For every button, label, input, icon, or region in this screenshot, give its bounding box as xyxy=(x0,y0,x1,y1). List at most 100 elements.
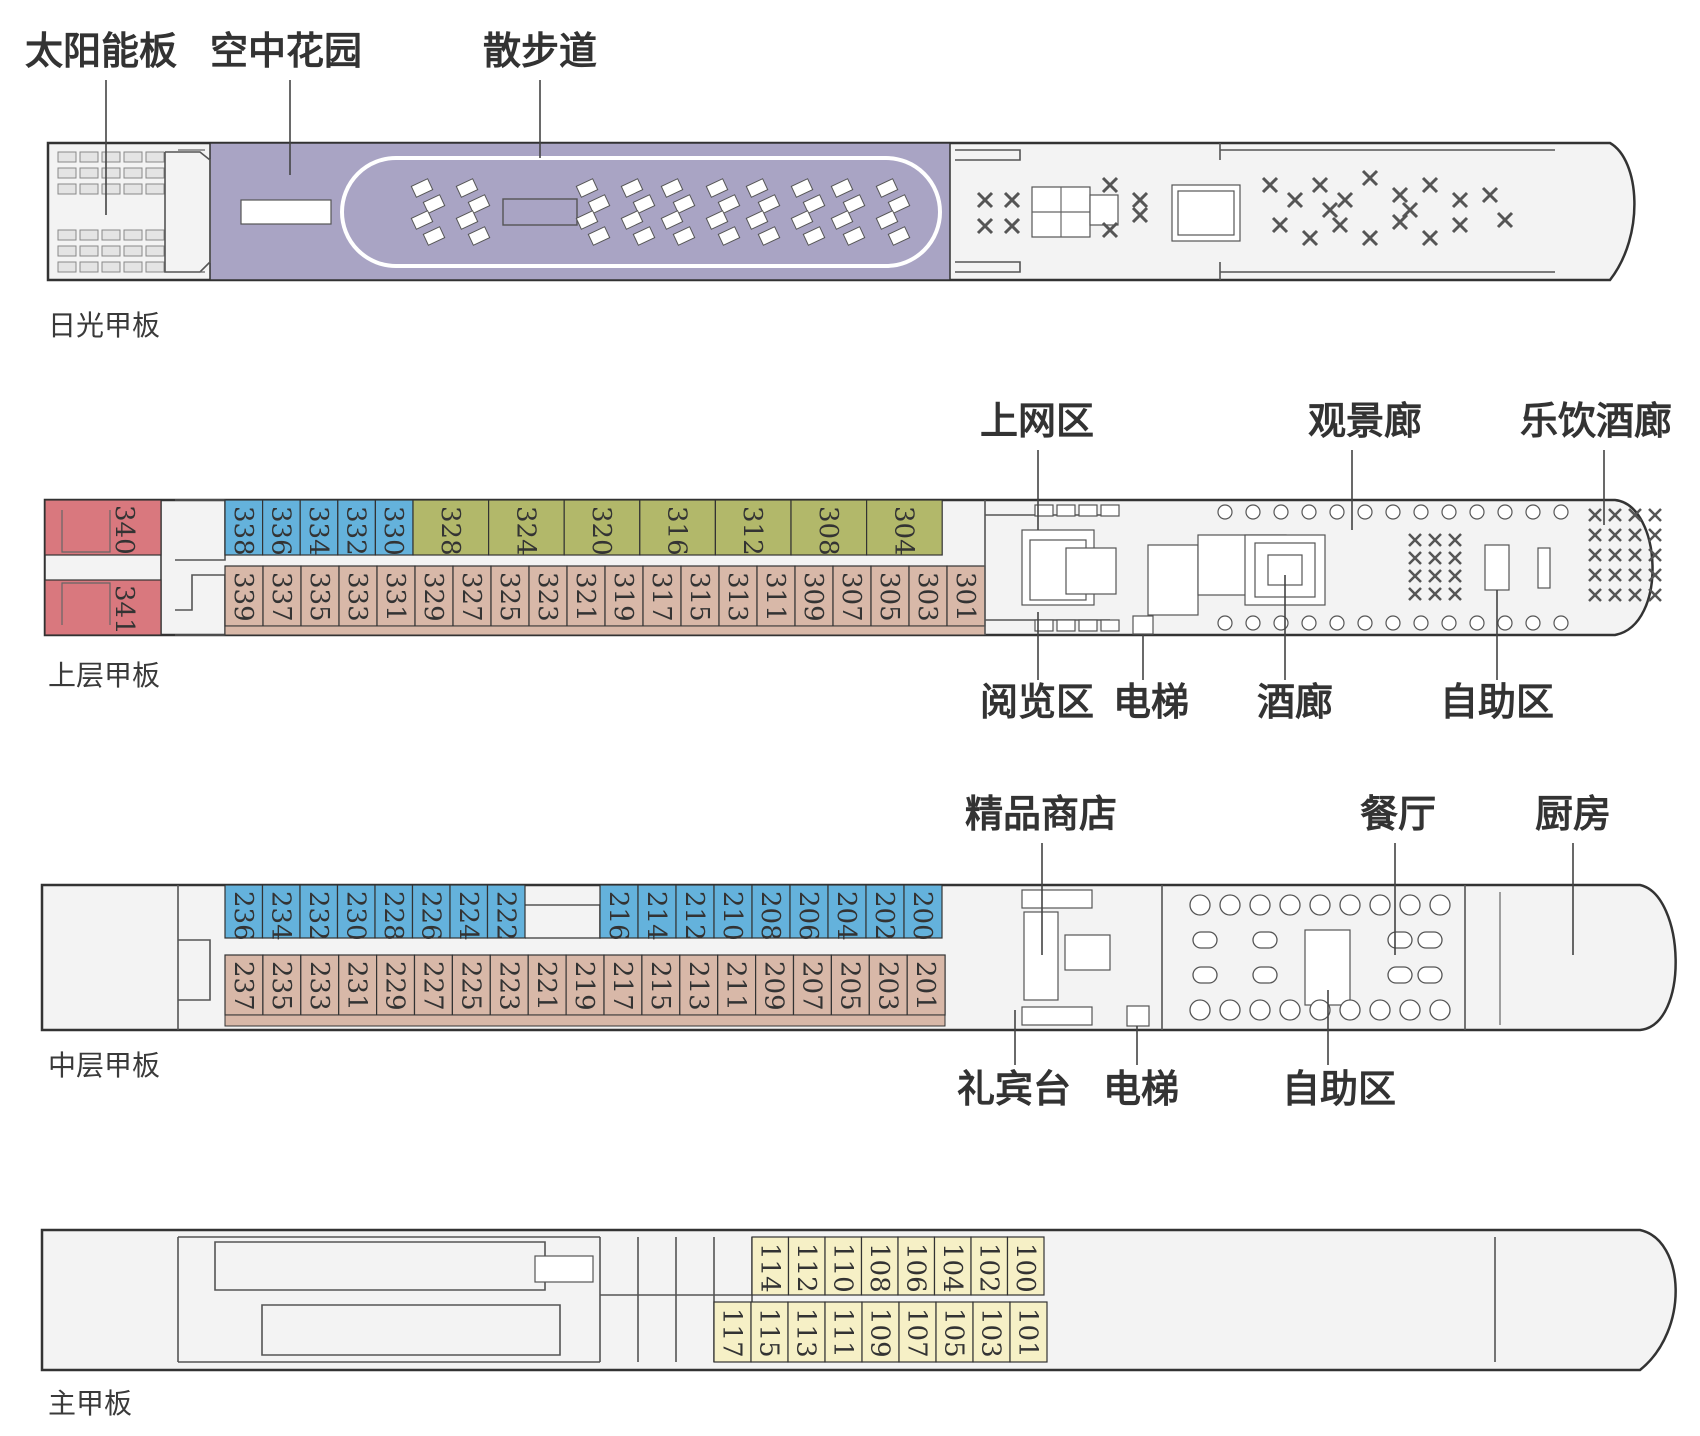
cabin-115 xyxy=(750,1301,789,1363)
label-buffet-upper: 自助区 xyxy=(1440,680,1554,724)
cabin-309 xyxy=(794,565,834,627)
cabin-number-312: 312 xyxy=(737,506,767,556)
cabin-number-213: 213 xyxy=(683,961,713,1011)
cabin-number-212: 212 xyxy=(679,891,709,941)
cabin-101 xyxy=(1009,1301,1048,1363)
cabin-215 xyxy=(641,954,681,1016)
cabin-111 xyxy=(824,1301,863,1363)
cabin-number-324: 324 xyxy=(510,506,540,556)
cabin-330 xyxy=(374,499,414,556)
restaurant-tables xyxy=(1189,894,1451,1021)
cabin-number-333: 333 xyxy=(342,572,372,622)
cabin-number-217: 217 xyxy=(607,961,637,1011)
cabin-number-226: 226 xyxy=(415,891,445,941)
sky-garden-area xyxy=(209,142,951,281)
cabin-number-307: 307 xyxy=(836,572,866,622)
solar-panel-array xyxy=(57,151,165,273)
cabin-311 xyxy=(756,565,796,627)
cabin-number-215: 215 xyxy=(645,961,675,1011)
cabin-number-323: 323 xyxy=(532,572,562,622)
cabin-number-201: 201 xyxy=(910,961,940,1011)
cabin-number-109: 109 xyxy=(865,1308,895,1358)
cabin-number-327: 327 xyxy=(456,572,486,622)
cabin-222 xyxy=(486,884,526,939)
cabin-209 xyxy=(754,954,795,1016)
cabin-number-222: 222 xyxy=(490,891,520,941)
cabin-number-301: 301 xyxy=(950,572,980,622)
cabin-number-309: 309 xyxy=(798,572,828,622)
cabin-305 xyxy=(870,565,910,627)
cabin-number-317: 317 xyxy=(646,572,676,622)
label-promenade: 散步道 xyxy=(483,29,597,73)
cabin-number-221: 221 xyxy=(531,961,561,1011)
cabin-205 xyxy=(830,954,870,1016)
cabin-number-311: 311 xyxy=(760,572,790,622)
cabin-315 xyxy=(680,565,720,627)
cabin-number-210: 210 xyxy=(717,891,747,941)
cabin-308 xyxy=(790,499,868,556)
cabin-number-334: 334 xyxy=(303,506,333,556)
cabin-323 xyxy=(528,565,568,627)
cabin-number-229: 229 xyxy=(380,961,410,1011)
cabin-number-319: 319 xyxy=(608,572,638,622)
cabin-340: 340 xyxy=(109,505,139,555)
cabin-number-204: 204 xyxy=(831,891,861,941)
cabin-number-313: 313 xyxy=(722,572,752,622)
cabin-307 xyxy=(832,565,872,627)
cabin-number-330: 330 xyxy=(378,506,408,556)
cabin-112 xyxy=(787,1236,826,1296)
cabin-226 xyxy=(411,884,451,939)
cabin-number-202: 202 xyxy=(869,891,899,941)
cabin-225 xyxy=(451,954,491,1016)
cabin-number-231: 231 xyxy=(342,961,372,1011)
cabin-106 xyxy=(897,1236,936,1296)
cabin-113 xyxy=(787,1301,826,1363)
shop-counter xyxy=(1023,911,1059,1001)
cabin-number-338: 338 xyxy=(228,506,258,556)
cabin-number-205: 205 xyxy=(834,961,864,1011)
cabin-number-110: 110 xyxy=(827,1243,857,1293)
cabin-230 xyxy=(336,884,376,939)
cabin-number-100: 100 xyxy=(1010,1243,1040,1293)
deck-name-upper: 上层甲板 xyxy=(48,659,160,692)
cabin-number-325: 325 xyxy=(494,572,524,622)
cabin-203 xyxy=(868,954,908,1016)
cabin-234 xyxy=(261,884,301,939)
cafe-tables xyxy=(976,169,1514,247)
cabin-number-211: 211 xyxy=(721,961,751,1011)
cabin-117 xyxy=(713,1301,752,1363)
cabin-number-235: 235 xyxy=(266,961,296,1011)
cabin-number-305: 305 xyxy=(874,572,904,622)
cabin-114 xyxy=(751,1236,790,1296)
cabin-304 xyxy=(865,499,943,556)
label-reception: 礼宾台 xyxy=(957,1067,1071,1111)
cabin-number-207: 207 xyxy=(796,961,826,1011)
label-drinks-lounge: 乐饮酒廊 xyxy=(1520,399,1672,443)
label-elevator-upper: 电梯 xyxy=(1113,680,1189,724)
label-solar-panels: 太阳能板 xyxy=(25,29,177,73)
cabin-212 xyxy=(675,884,715,939)
deck-name-middle: 中层甲板 xyxy=(48,1049,160,1082)
cabin-341: 341 xyxy=(109,585,139,635)
cabin-221 xyxy=(527,954,567,1016)
cabin-336 xyxy=(262,499,301,556)
label-internet-area: 上网区 xyxy=(980,399,1094,443)
upper-tables xyxy=(1217,504,1662,631)
cabin-number-209: 209 xyxy=(759,961,789,1011)
cabin-number-115: 115 xyxy=(754,1308,784,1358)
cabin-number-321: 321 xyxy=(570,572,600,622)
cabin-number-303: 303 xyxy=(912,572,942,622)
cabin-number-208: 208 xyxy=(755,891,785,941)
cabin-number-335: 335 xyxy=(304,572,334,622)
cabin-number-332: 332 xyxy=(341,506,371,556)
cabin-number-114: 114 xyxy=(754,1243,784,1293)
cabin-number-329: 329 xyxy=(418,572,448,622)
cabin-number-102: 102 xyxy=(973,1243,1003,1293)
cabin-316 xyxy=(639,499,716,556)
cabin-number-219: 219 xyxy=(569,961,599,1011)
cabin-number-308: 308 xyxy=(813,506,843,556)
cabin-200 xyxy=(903,884,943,939)
